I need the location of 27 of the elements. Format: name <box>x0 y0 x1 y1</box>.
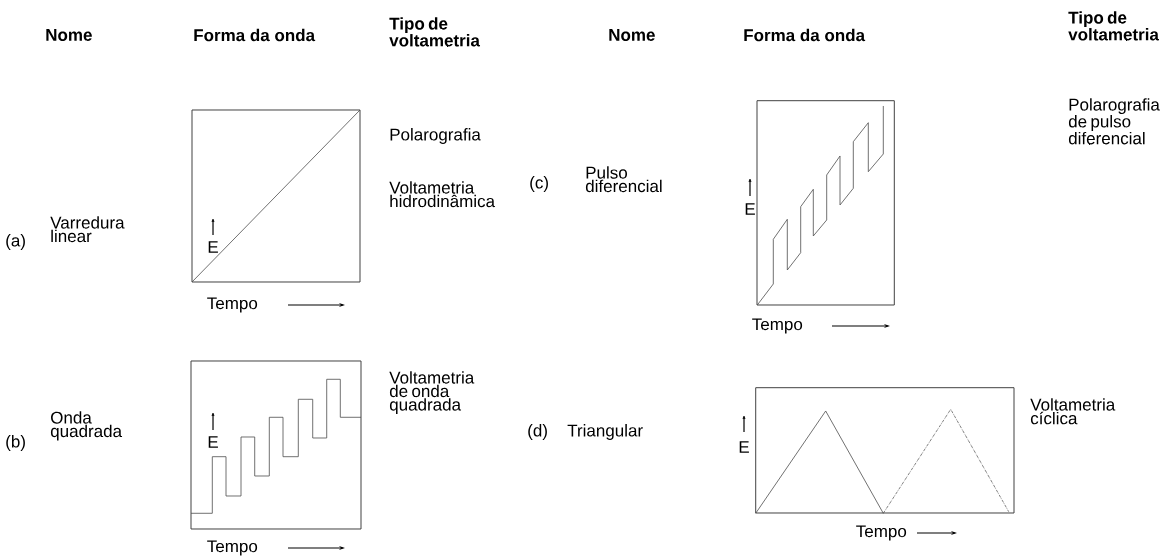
method-name: Pulso diferencial <box>585 166 662 193</box>
column-header: Forma da onda <box>194 28 316 42</box>
axis-label: Tempo <box>856 525 907 541</box>
row-letter: (a) <box>6 234 25 250</box>
row-letter: (d) <box>528 424 547 440</box>
row-letter: (c) <box>530 176 548 192</box>
row-letter: (b) <box>6 435 25 451</box>
technique-name: Voltametria de onda quadrada <box>389 371 475 414</box>
technique-name: Voltametria cíclica <box>1030 398 1116 425</box>
column-header: Tipo de voltametria <box>389 17 480 47</box>
method-name: Triangular <box>567 424 643 440</box>
technique-name: Polarografia de pulso diferencial <box>1068 98 1160 145</box>
technique-name: Polarografia <box>390 128 481 144</box>
column-header: Forma da onda <box>744 28 866 42</box>
axis-label: Tempo <box>207 540 258 556</box>
column-header: Nome <box>46 29 92 41</box>
axis-label: E <box>739 441 749 453</box>
axis-label: E <box>745 203 755 215</box>
axis-label: Tempo <box>752 318 803 334</box>
method-name: Varredura linear <box>50 216 125 243</box>
technique-name: Voltametria hidrodinâmica <box>389 181 495 208</box>
method-name: Onda quadrada <box>50 411 123 441</box>
column-header: Tipo de voltametria <box>1068 11 1159 41</box>
axis-label: E <box>208 241 218 253</box>
axis-label: Tempo <box>207 297 258 313</box>
column-header: Nome <box>609 29 655 41</box>
axis-label: E <box>208 436 218 448</box>
